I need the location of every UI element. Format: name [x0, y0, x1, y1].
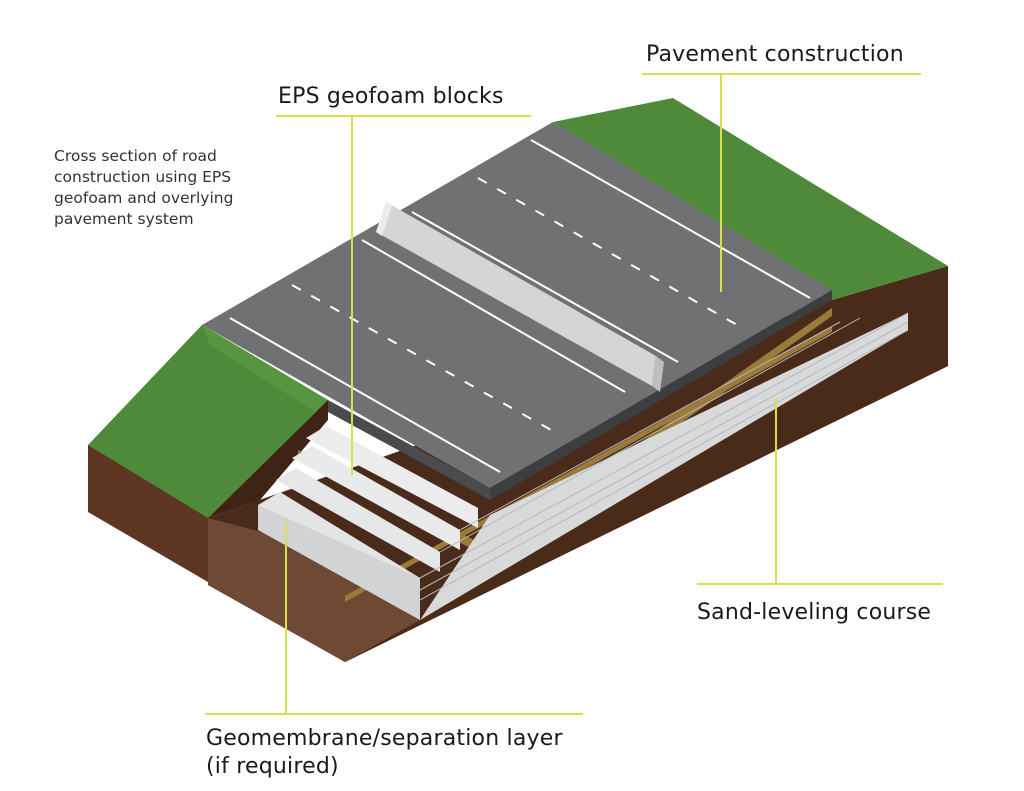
pavement-edge [490, 290, 832, 500]
geofoam-joints [419, 312, 909, 601]
leader-lines [205, 73, 943, 715]
geofoam-step-4 [306, 426, 478, 528]
geofoam-front-face [258, 505, 420, 620]
pavement-front-edge [328, 400, 490, 500]
soil-left-cut [208, 400, 328, 518]
grass-right-slope [553, 98, 948, 300]
label-sand-leveling-course: Sand-leveling course [697, 600, 932, 625]
geofoam-step-3 [292, 446, 460, 550]
median-barrier-end [652, 356, 664, 392]
label-geomembrane-line1: Geomembrane/separation layer [206, 726, 563, 751]
label-eps-geofoam-blocks: EPS geofoam blocks [278, 84, 504, 109]
label-geomembrane-line2: (if required) [206, 754, 339, 779]
diagram-caption: Cross section of road construction using… [54, 147, 234, 228]
geofoam-step-2 [276, 468, 440, 572]
sand-layer-right [345, 326, 832, 602]
label-pavement-construction: Pavement construction [646, 42, 904, 67]
geofoam-side-face [420, 313, 908, 620]
median-barrier-top [376, 202, 392, 236]
median-barrier [376, 202, 656, 386]
excavation-floor [208, 518, 420, 662]
lane-markings [229, 139, 811, 473]
grass-left-top [202, 325, 328, 420]
